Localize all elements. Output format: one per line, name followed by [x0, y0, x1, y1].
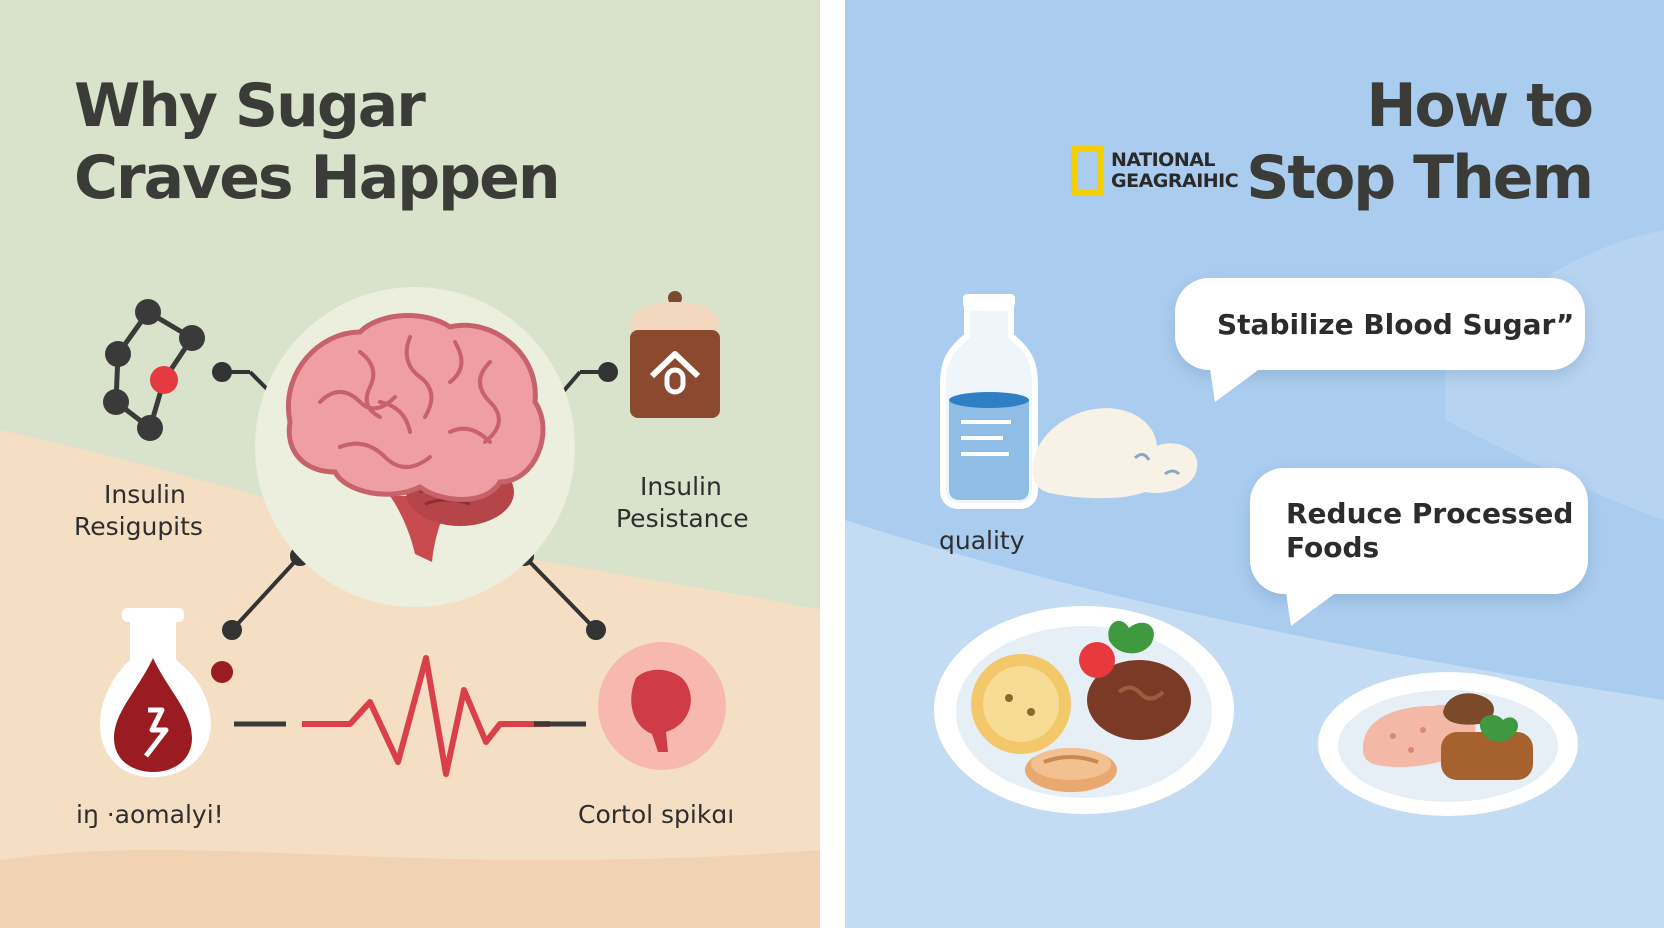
molecule-icon — [103, 299, 205, 441]
logo-line1: NATIONAL — [1111, 149, 1216, 171]
label-anomaly: iŋ ·aomalyi! — [76, 800, 224, 829]
left-title-line1: Why Sugar — [74, 71, 426, 141]
yogurt-icon — [1032, 408, 1198, 499]
bubble-tail-reduce — [1285, 586, 1345, 626]
blood-drop-icon — [100, 608, 233, 778]
heartbeat-icon — [234, 655, 586, 777]
hormone-jar-icon — [630, 291, 720, 418]
bubble-tail-stabilize — [1209, 362, 1269, 402]
snack-plate-icon — [1318, 672, 1578, 816]
label-insulin-resignals-line1: Insulin — [104, 480, 186, 509]
bubble-stabilize-text: Stabilize Blood Sugar” — [1217, 307, 1575, 341]
logo-line2: GEAGRAIHIC — [1111, 170, 1239, 192]
label-quality: quality — [939, 526, 1025, 555]
water-bottle-icon — [940, 294, 1038, 509]
right-title-line2: Stop Them — [1246, 143, 1594, 213]
label-insulin-resignals-line2: Resigupits — [74, 512, 203, 541]
right-panel: How to Stop Them NATIONAL GEAGRAIHIC qua… — [845, 0, 1664, 928]
bubble-reduce-line2: Foods — [1286, 531, 1380, 564]
right-title-line1: How to — [1366, 71, 1594, 141]
national-geographic-logo: NATIONAL GEAGRAIHIC — [1071, 146, 1239, 196]
logo-frame-icon — [1071, 146, 1103, 196]
speech-bubble-stabilize: Stabilize Blood Sugar” — [1175, 278, 1585, 370]
label-insulin-resistance-line1: Insulin — [640, 472, 722, 501]
label-cortisol: Cortol spikɑı — [578, 800, 735, 829]
left-title-line2: Craves Happen — [74, 143, 561, 213]
speech-bubble-reduce: Reduce Processed Foods — [1250, 468, 1588, 594]
stomach-icon — [598, 642, 726, 770]
label-insulin-resistance-line2: Pesistance — [616, 504, 749, 533]
brain-icon — [255, 287, 575, 607]
left-panel: Why Sugar Craves Happen Insulin Resigupi… — [0, 0, 820, 928]
bubble-reduce-line1: Reduce Processed — [1286, 497, 1574, 530]
meal-plate-icon — [934, 606, 1234, 814]
